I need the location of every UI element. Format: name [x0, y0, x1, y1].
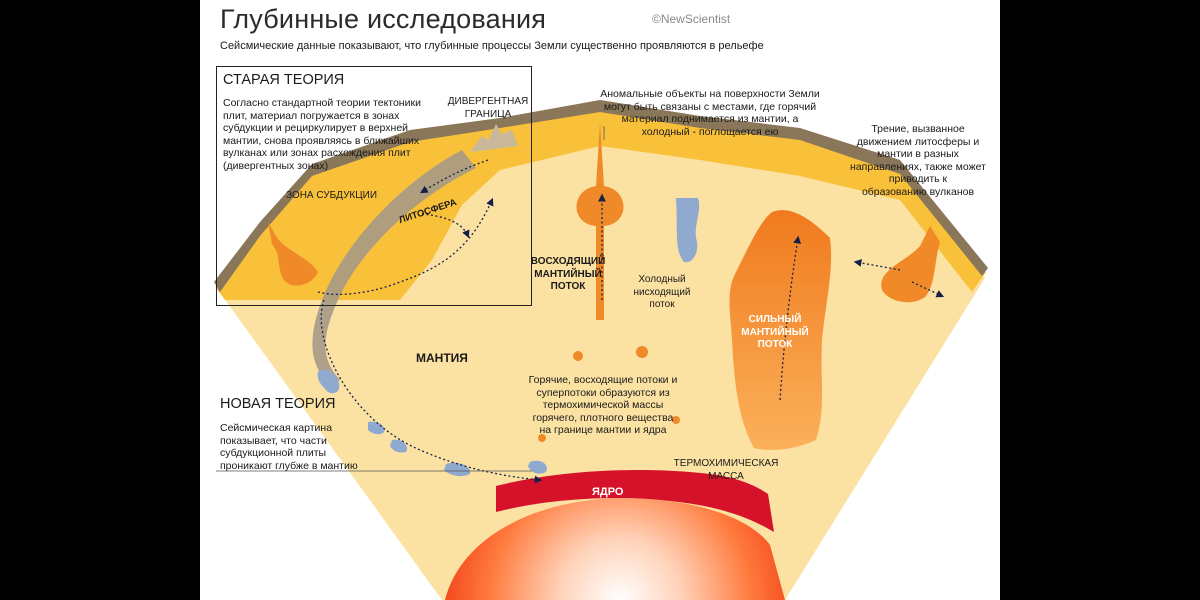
flow-arrow [420, 159, 489, 194]
upwelling-label: ВОСХОДЯЩИЙ МАНТИЙНЫЙ ПОТОК [530, 256, 606, 292]
old-theory-text: Согласно стандартной теории тектоники пл… [223, 97, 421, 172]
flow-arrow [853, 259, 901, 271]
cold-downwelling-label: Холодный нисходящий поток [633, 274, 691, 310]
divergent-ridge [470, 124, 518, 152]
flow-arrow [421, 213, 470, 239]
page-title: Глубинные исследования [220, 4, 547, 34]
subduction-slab [312, 150, 476, 385]
core [445, 498, 785, 600]
new-theory-text: Сейсмическая картина показывает, что час… [220, 422, 358, 472]
earth-cross-section [214, 100, 988, 600]
slab-fragment [444, 462, 471, 477]
flow-arrow [320, 299, 543, 484]
hot-plumes-note: Горячие, восходящие потоки и суперпотоки… [528, 374, 678, 436]
friction-plume [881, 226, 940, 303]
subduction-zone-label: ЗОНА СУБДУКЦИИ [286, 190, 378, 201]
friction-note: Трение, вызванное движением литосферы и … [850, 123, 986, 198]
lithosphere-band [216, 104, 986, 300]
new-theory-heading: НОВАЯ ТЕОРИЯ [220, 396, 336, 412]
slab-fragment [317, 369, 340, 394]
hot-blob [538, 434, 546, 442]
flow-arrow [911, 281, 945, 298]
flow-arrow [317, 197, 494, 296]
infographic: Глубинные исследования Сейсмические данн… [200, 0, 1000, 600]
slab-fragment [528, 460, 547, 474]
slab-fragment [368, 421, 385, 435]
core-label: ЯДРО [592, 486, 624, 498]
mantle-label: МАНТИЯ [416, 351, 468, 365]
thermochemical-label: ТЕРМОХИМИЧЕСКАЯ МАССА [673, 458, 779, 482]
hot-blob [636, 346, 648, 358]
strong-mantle-flow [729, 210, 832, 450]
divergent-boundary-label: ДИВЕРГЕНТНАЯ ГРАНИЦА [447, 96, 529, 120]
slab-fragment [390, 439, 408, 453]
upwelling-plume [576, 122, 624, 320]
cold-downwelling [676, 198, 700, 263]
arc-plume [268, 222, 318, 286]
old-theory-box [216, 66, 532, 306]
flow-arrow [779, 235, 802, 401]
brand-logo: ©NewScientist [652, 12, 731, 26]
thermochemical-mass [496, 470, 774, 532]
hot-blob [573, 351, 583, 361]
anomalous-note: Аномальные объекты на поверхности Земли … [600, 88, 820, 138]
strong-flow-label: СИЛЬНЫЙ МАНТИЙНЫЙ ПОТОК [741, 314, 809, 350]
hot-blob [672, 416, 680, 424]
old-theory-heading: СТАРАЯ ТЕОРИЯ [223, 72, 345, 88]
page-subtitle: Сейсмические данные показывают, что глуб… [220, 40, 764, 52]
